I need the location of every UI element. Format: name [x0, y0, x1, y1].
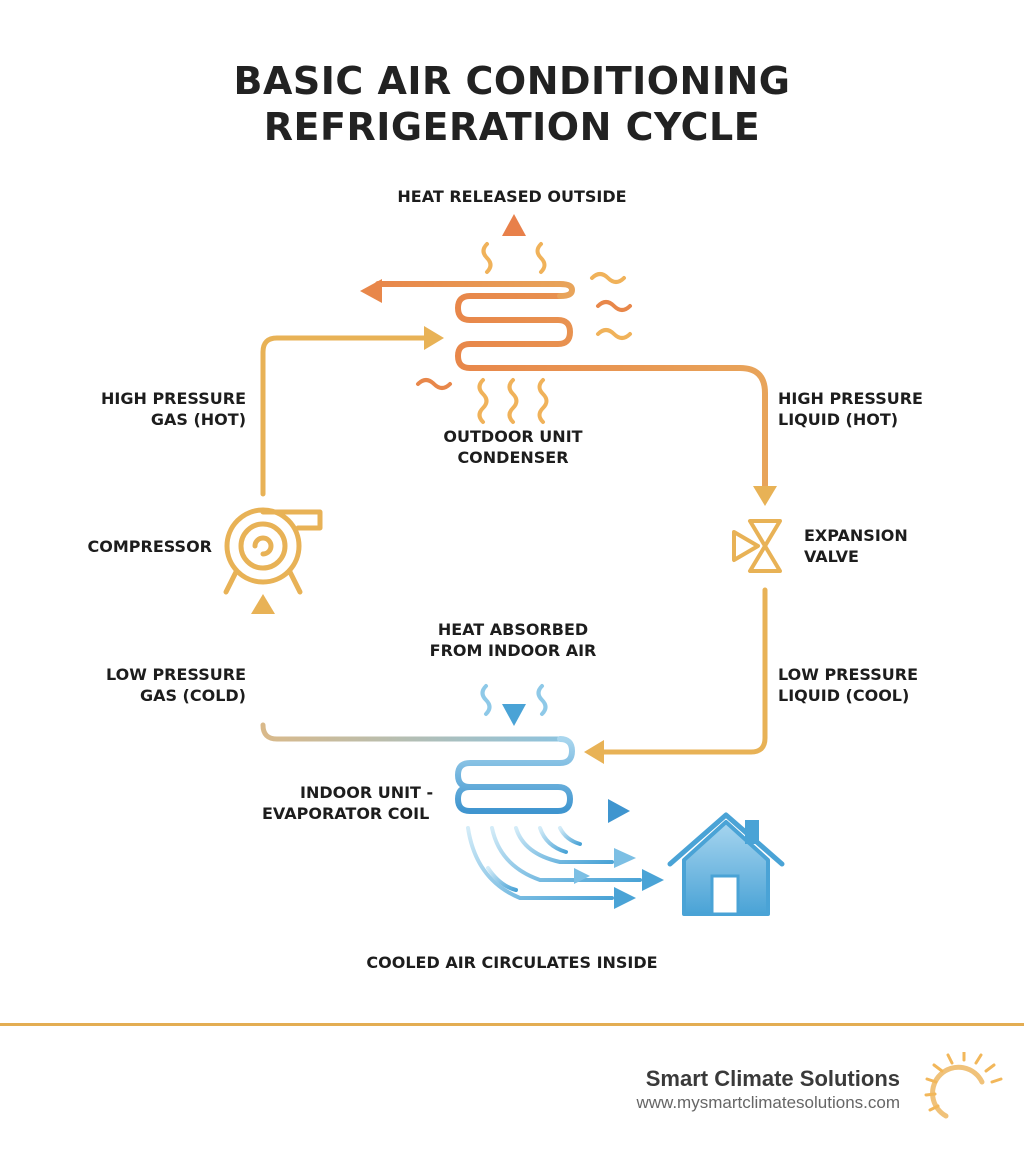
label-high-pressure-liquid: HIGH PRESSURE LIQUID (HOT) [778, 388, 923, 430]
diagram-title: BASIC AIR CONDITIONING REFRIGERATION CYC… [0, 58, 1024, 150]
brand-block: Smart Climate Solutions www.mysmartclima… [636, 1066, 900, 1114]
lp-liquid-text-1: LOW PRESSURE [778, 665, 918, 684]
evaporator-text-1: INDOOR UNIT - [300, 783, 434, 802]
compressor-text: COMPRESSOR [87, 537, 213, 556]
arrow-into-condenser [424, 326, 444, 350]
cooled-air-text: COOLED AIR CIRCULATES INSIDE [366, 953, 658, 972]
arrow-to-expansion-valve [753, 486, 777, 506]
arrow-into-evaporator [584, 740, 604, 764]
arrow-cool-air-out [608, 799, 630, 823]
evaporator-text-2: EVAPORATOR COIL [262, 804, 430, 823]
evaporator-coil [455, 736, 613, 814]
title-line-1: BASIC AIR CONDITIONING [233, 59, 791, 103]
brand-url: www.mysmartclimatesolutions.com [636, 1093, 900, 1112]
pipe-low-pressure-gas [260, 613, 563, 742]
arrow-heat-out-left [360, 279, 382, 303]
title-line-2: REFRIGERATION CYCLE [263, 105, 761, 149]
airflow-arrowheads [574, 848, 664, 909]
lp-gas-text-2: GAS (COLD) [139, 686, 246, 705]
pipe-low-pressure-liquid [599, 587, 768, 755]
condenser-text-2: CONDENSER [457, 448, 569, 467]
label-low-pressure-gas: LOW PRESSURE GAS (COLD) [40, 664, 246, 706]
condenser-text-1: OUTDOOR UNIT [443, 427, 583, 446]
expansion-valve-icon [732, 519, 782, 573]
arrow-into-compressor [251, 594, 275, 614]
label-condenser: OUTDOOR UNIT CONDENSER [398, 426, 628, 468]
label-cooled-air: COOLED AIR CIRCULATES INSIDE [312, 952, 712, 973]
heat-absorbed-arrow [502, 666, 526, 726]
cooled-airflow-lines [466, 826, 642, 900]
label-heat-released: HEAT RELEASED OUTSIDE [362, 186, 662, 207]
compressor-icon [223, 507, 323, 595]
label-heat-absorbed: HEAT ABSORBED FROM INDOOR AIR [398, 619, 628, 661]
heat-released-text: HEAT RELEASED OUTSIDE [397, 187, 627, 206]
lp-liquid-text-2: LIQUID (COOL) [778, 686, 910, 705]
pipe-high-pressure-gas [260, 335, 433, 497]
heat-absorbed-text-2: FROM INDOOR AIR [429, 641, 597, 660]
hp-gas-text-2: GAS (HOT) [150, 410, 246, 429]
house-icon [667, 812, 785, 916]
expansion-text-1: EXPANSION [804, 526, 908, 545]
label-evaporator: INDOOR UNIT - EVAPORATOR COIL [262, 782, 433, 824]
heat-waves-icon [416, 242, 632, 424]
footer-divider [0, 1023, 1024, 1026]
heat-absorbed-text-1: HEAT ABSORBED [437, 620, 589, 639]
lp-gas-text-1: LOW PRESSURE [106, 665, 246, 684]
label-compressor: COMPRESSOR [40, 536, 213, 557]
hp-liquid-text-1: HIGH PRESSURE [778, 389, 923, 408]
expansion-text-2: VALVE [804, 547, 859, 566]
label-low-pressure-liquid: LOW PRESSURE LIQUID (COOL) [778, 664, 918, 706]
brand-name: Smart Climate Solutions [645, 1066, 900, 1091]
heat-released-arrow [502, 214, 526, 276]
hp-gas-text-1: HIGH PRESSURE [101, 389, 246, 408]
sun-logo-icon [924, 1052, 1003, 1119]
cool-waves-icon [480, 684, 548, 716]
label-high-pressure-gas: HIGH PRESSURE GAS (HOT) [40, 388, 246, 430]
label-expansion-valve: EXPANSION VALVE [804, 525, 908, 567]
condenser-coil [375, 281, 768, 489]
hp-liquid-text-2: LIQUID (HOT) [778, 410, 899, 429]
